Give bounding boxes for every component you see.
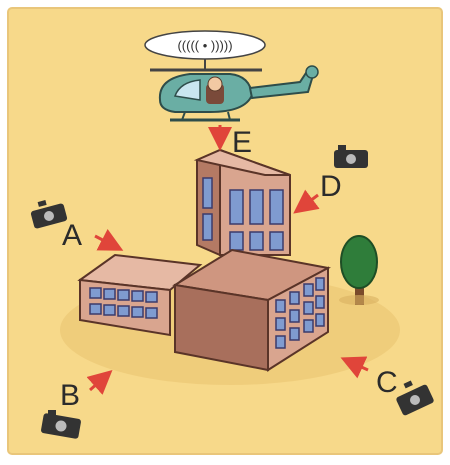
svg-text:((((( • ))))): ((((( • ))))) (177, 38, 232, 53)
label-c: C (376, 366, 398, 399)
label-e: E (232, 126, 252, 159)
label-d: D (320, 170, 342, 203)
label-b: B (60, 379, 80, 412)
label-a: A (62, 219, 82, 252)
